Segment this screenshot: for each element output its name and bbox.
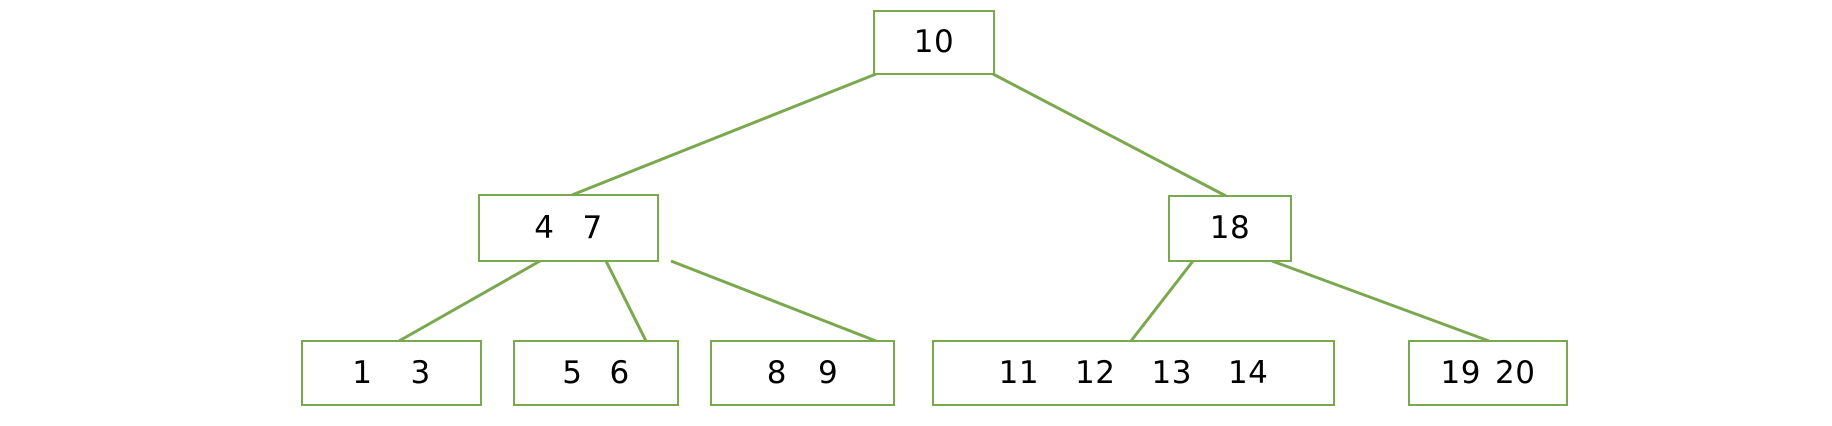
btree-node-leaf-11-14[interactable]: 11 12 13 14 <box>932 340 1335 406</box>
btree-node-internal-right[interactable]: 18 <box>1168 195 1292 262</box>
node-key: 20 <box>1495 354 1536 391</box>
node-key: 11 <box>998 354 1040 391</box>
edge-right-b <box>1271 259 1490 343</box>
edge-left-a <box>398 259 541 343</box>
node-key: 3 <box>410 354 431 391</box>
node-key: 8 <box>766 354 787 391</box>
btree-node-root[interactable]: 10 <box>873 10 995 75</box>
node-key: 4 <box>534 209 555 246</box>
node-key: 1 <box>352 354 373 391</box>
node-key: 19 <box>1440 354 1481 391</box>
edge-root-right <box>992 72 1227 198</box>
node-keys: 11 12 13 14 <box>998 354 1269 391</box>
edge-root-left <box>571 72 877 197</box>
node-key: 12 <box>1075 354 1116 391</box>
node-key: 10 <box>913 24 955 60</box>
edge-left-c <box>670 259 877 343</box>
edge-right-a <box>1129 260 1195 342</box>
node-key: 18 <box>1209 210 1251 246</box>
node-key: 6 <box>609 354 630 391</box>
node-key: 14 <box>1227 354 1269 391</box>
edge-left-b <box>604 260 648 342</box>
node-keys: 10 <box>914 27 954 58</box>
node-key: 13 <box>1151 354 1192 391</box>
node-key: 7 <box>582 209 603 246</box>
node-key: 9 <box>818 354 839 391</box>
node-keys: 18 <box>1210 213 1250 244</box>
node-key: 5 <box>562 354 583 391</box>
